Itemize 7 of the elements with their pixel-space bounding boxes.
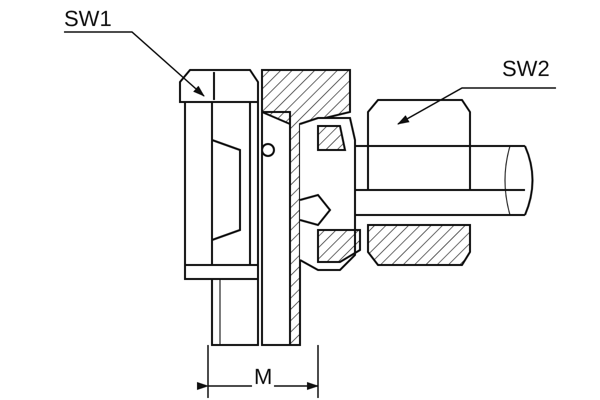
dimension-label: M — [252, 366, 274, 388]
leader-line — [64, 31, 205, 97]
union-nut-face — [367, 99, 471, 147]
hex-nut-face — [179, 69, 259, 103]
leader-line — [397, 87, 556, 125]
part-label: SW1 — [64, 8, 112, 30]
part-label: SW2 — [502, 58, 550, 80]
